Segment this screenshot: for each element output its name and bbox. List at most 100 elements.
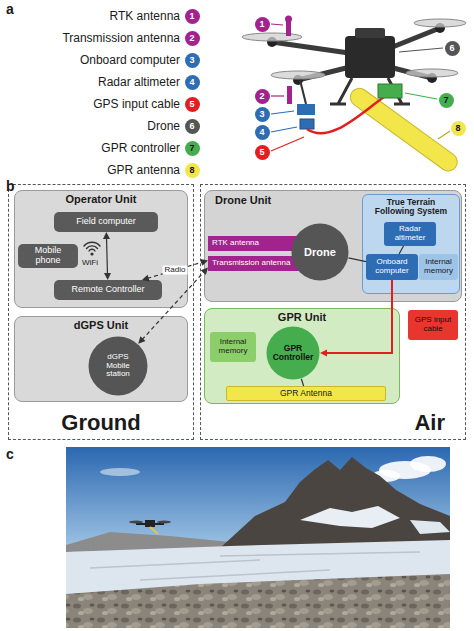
part-name: Onboard computer: [80, 53, 180, 67]
photo: [129, 521, 143, 524]
component-box: Remote Controller: [54, 280, 162, 300]
photo: [157, 521, 171, 524]
component-box: GPS input cable: [408, 310, 458, 340]
drone-figure: [307, 97, 384, 133]
node-label: True Terrain Following System: [367, 198, 455, 217]
wifi-symbol: [84, 242, 100, 251]
arrow-head: [200, 259, 208, 266]
node-label: GPR Unit: [278, 311, 326, 323]
node-label: Remote Controller: [71, 285, 144, 295]
component-circle: GPR Controller: [266, 326, 320, 380]
drone-figure: [347, 85, 461, 175]
photo: [66, 447, 450, 628]
callout-number: 8: [451, 121, 466, 136]
callout-number: 6: [445, 41, 460, 56]
drone-figure: [345, 36, 395, 78]
connector-line: [107, 238, 108, 275]
node-label: Drone: [304, 246, 336, 258]
callout-number: 6: [185, 119, 200, 134]
callout-number: 3: [255, 107, 270, 122]
drone-figure: [297, 104, 315, 115]
drone-figure: [242, 16, 466, 175]
leader-lines: [405, 93, 437, 99]
connector: [348, 258, 366, 262]
leader-lines: [271, 127, 297, 132]
wifi-symbol: [87, 246, 98, 249]
node-label: Drone Unit: [215, 194, 271, 206]
callout-number: 5: [255, 145, 270, 160]
panel-letter: b: [6, 178, 15, 194]
part-name: GPR controller: [101, 141, 180, 155]
component-box: Mobile phone: [18, 244, 78, 268]
callout-number: 1: [255, 17, 270, 32]
connector-line: [399, 246, 403, 254]
node-label: dGPS Unit: [74, 319, 128, 331]
connector: [138, 268, 208, 344]
arrow-head: [320, 350, 327, 357]
node-label: dGPS Mobile station: [95, 353, 141, 379]
arrow-head: [138, 336, 145, 344]
photo: [66, 574, 450, 628]
node-label: Ground: [61, 411, 140, 435]
component-box: Internal memory: [210, 332, 256, 362]
callout-number: 8: [185, 163, 200, 178]
photo: [150, 527, 158, 534]
component-box: GPR Antenna: [226, 386, 386, 401]
part-name: GPS input cable: [93, 97, 180, 111]
node-label: Internal memory: [213, 338, 253, 356]
callout-number: 2: [185, 31, 200, 46]
callout-number: 3: [185, 53, 200, 68]
component-box: Field computer: [54, 212, 158, 232]
drone-figure: [300, 80, 306, 104]
callout-number: 1: [185, 9, 200, 24]
wifi-symbol: [84, 242, 100, 246]
photo: [90, 552, 420, 580]
component-box: Internal memory: [419, 254, 458, 280]
drone-figure: [271, 71, 325, 79]
drone-figure: [406, 69, 458, 77]
node-label: Internal memory: [421, 258, 456, 276]
node-label: GPR Controller: [273, 344, 314, 363]
component-box: Radar altimeter: [384, 222, 436, 246]
signal-name: WiFi: [82, 258, 98, 268]
component-circle: dGPS Mobile station: [88, 336, 148, 396]
drone-figure: [414, 19, 466, 27]
part-name: Transmission antenna: [62, 31, 180, 45]
panel-letter: c: [6, 446, 14, 462]
region-box: AirDrone UnitRTK antennaTransmission ant…: [200, 184, 466, 440]
photo: [100, 456, 446, 482]
connector-label: Radio: [162, 266, 187, 275]
part-name: Radar altimeter: [98, 75, 180, 89]
callout-number: 2: [255, 89, 270, 104]
part-name: GPR antenna: [107, 163, 180, 177]
drone-figure: [242, 33, 302, 41]
node-label: RTK antenna: [212, 239, 259, 248]
node-label: GPS input cable: [411, 316, 455, 334]
unit-box: True Terrain Following SystemRadar altim…: [362, 194, 460, 294]
node-label: Operator Unit: [66, 193, 137, 205]
leader-lines: [438, 131, 450, 139]
circle-shape: [89, 337, 148, 396]
connector: [301, 379, 303, 386]
component-circle: Drone: [291, 223, 349, 281]
antenna-bar: RTK antenna: [208, 236, 301, 251]
leader-lines: [399, 48, 443, 52]
callout-number: 7: [185, 141, 200, 156]
photo: [129, 520, 171, 534]
unit-box: dGPS Unit dGPS Mobile station: [14, 316, 188, 402]
photo: [410, 520, 450, 534]
connector-line: [326, 280, 392, 353]
leader-lines: [271, 111, 294, 114]
component-box: Onboard computer: [366, 254, 418, 280]
drone-figure: [242, 19, 466, 79]
circle-shape: [267, 327, 320, 380]
callout-number: 4: [185, 75, 200, 90]
drone-figure: [285, 16, 292, 23]
wifi-symbol: [90, 252, 93, 255]
leader-lines: [271, 95, 284, 96]
leader-lines: [271, 24, 283, 25]
panel-letter: a: [6, 1, 14, 17]
